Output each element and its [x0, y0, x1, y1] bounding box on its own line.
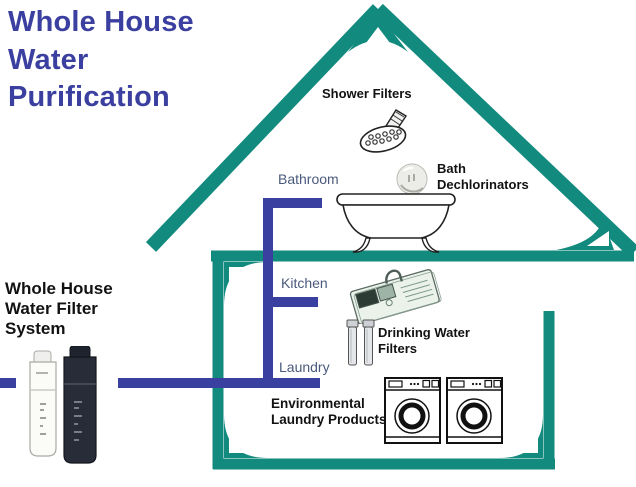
- kitchen-sink-icon: [349, 269, 442, 324]
- drinking-water-filter-cartridges-icon: [346, 319, 375, 366]
- shower-filters-label: Shower Filters: [322, 86, 412, 101]
- house-walls: [211, 250, 634, 470]
- bath-dechlorinator-ball-icon: [396, 163, 428, 195]
- kitchen-label: Kitchen: [281, 275, 328, 291]
- page-title: Whole House Water Purification: [8, 6, 194, 114]
- drinking-water-filters-label: Drinking Water Filters: [378, 325, 470, 356]
- clawfoot-bathtub-icon: [336, 193, 456, 253]
- bathroom-label: Bathroom: [278, 171, 339, 187]
- laundry-label: Laundry: [279, 359, 330, 375]
- washing-machine-icon: [446, 377, 503, 444]
- washing-machine-icon: [384, 377, 441, 444]
- environmental-laundry-products-label: Environmental Laundry Products: [271, 396, 387, 428]
- whole-house-filter-system-label: Whole House Water Filter System: [5, 279, 113, 339]
- whole-house-filter-tanks-icon: [16, 345, 118, 482]
- bath-dechlorinators-label: Bath Dechlorinators: [437, 161, 529, 192]
- roof-outline: [145, 3, 636, 258]
- showerhead-icon: [359, 109, 407, 153]
